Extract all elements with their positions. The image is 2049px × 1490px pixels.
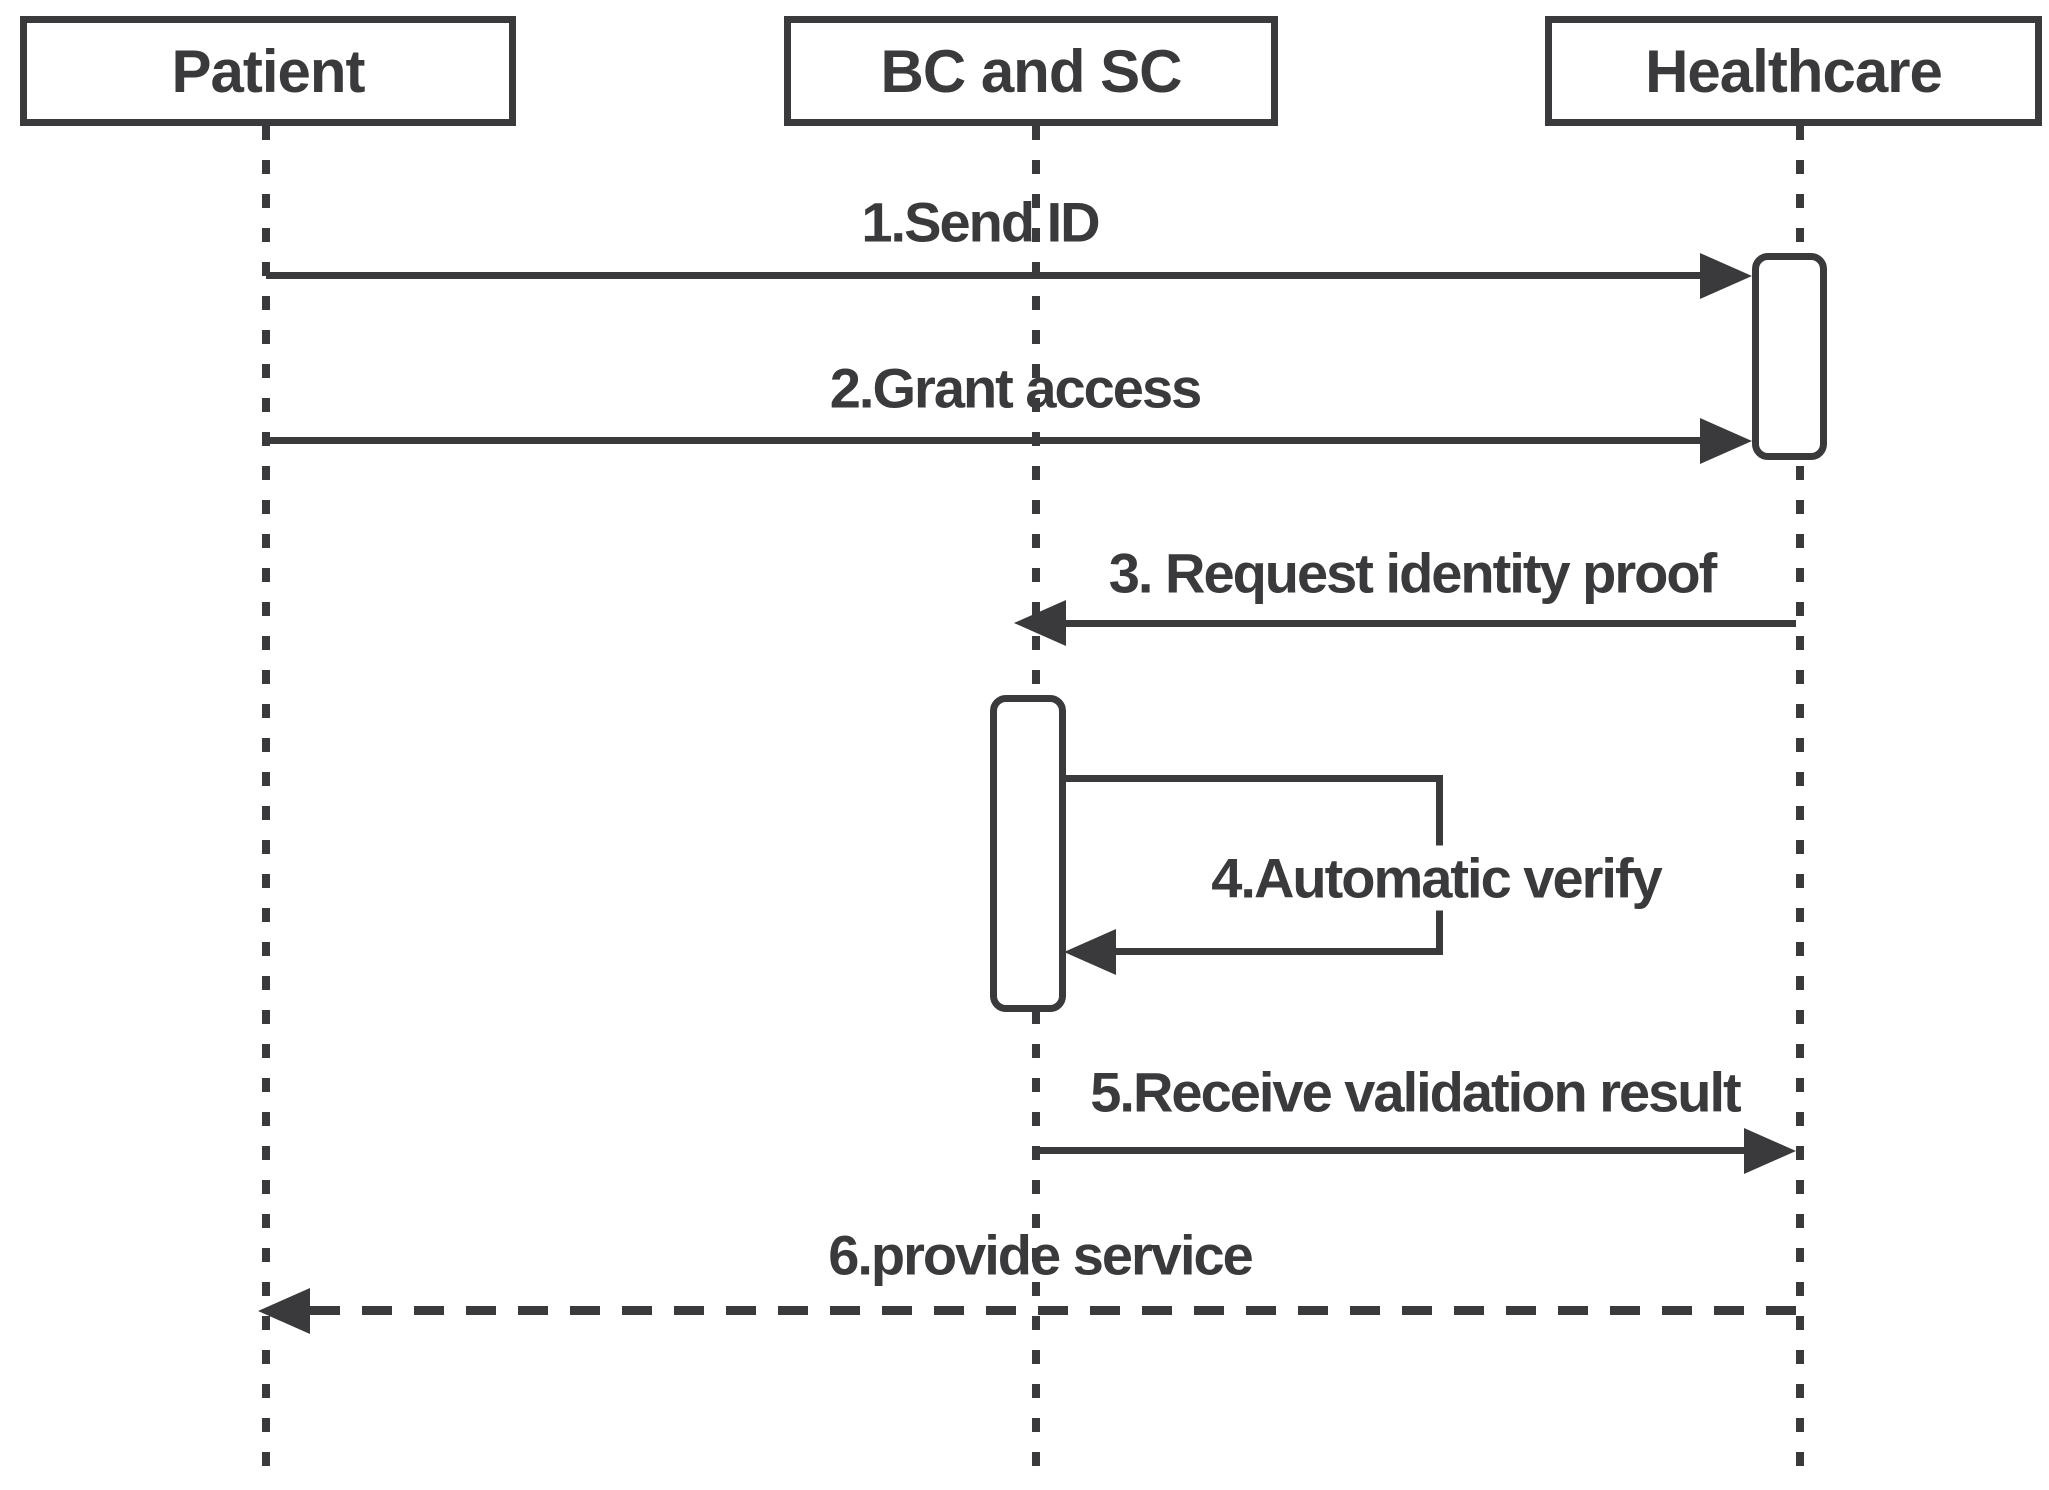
message-4-line-return [1114,948,1443,955]
message-3-arrowhead-icon [1014,600,1066,646]
actor-label-patient: Patient [171,37,365,105]
message-1-label: 1.Send ID [861,190,1100,254]
activation-bc-sc [990,695,1066,1012]
actor-box-patient: Patient [20,16,516,126]
lifeline-healthcare [1796,126,1804,1478]
message-1-arrowhead-icon [1700,253,1752,299]
actor-label-bc-sc: BC and SC [880,37,1182,105]
message-1-line [266,272,1702,279]
message-4-arrowhead-icon [1064,929,1116,975]
actor-box-healthcare: Healthcare [1545,16,2042,126]
message-5-label: 5.Receive validation result [1090,1060,1741,1124]
actor-box-bc-sc: BC and SC [784,16,1278,126]
message-6-arrowhead-icon [258,1288,310,1334]
message-3-label: 3. Request identity proof [1108,541,1717,605]
message-5-line [1036,1147,1746,1154]
message-2-label: 2.Grant access [829,356,1202,420]
message-2-line [266,437,1702,444]
message-2-arrowhead-icon [1700,418,1752,464]
message-4-label: 4.Automatic verify [1201,845,1671,911]
message-6-label: 6.provide service [828,1223,1254,1287]
message-5-arrowhead-icon [1744,1128,1796,1174]
message-6-line [310,1306,1800,1315]
activation-healthcare [1752,253,1827,460]
message-4-line-out [1064,775,1443,782]
lifeline-patient [262,126,270,1478]
message-3-line [1060,620,1796,627]
actor-label-healthcare: Healthcare [1645,37,1943,105]
